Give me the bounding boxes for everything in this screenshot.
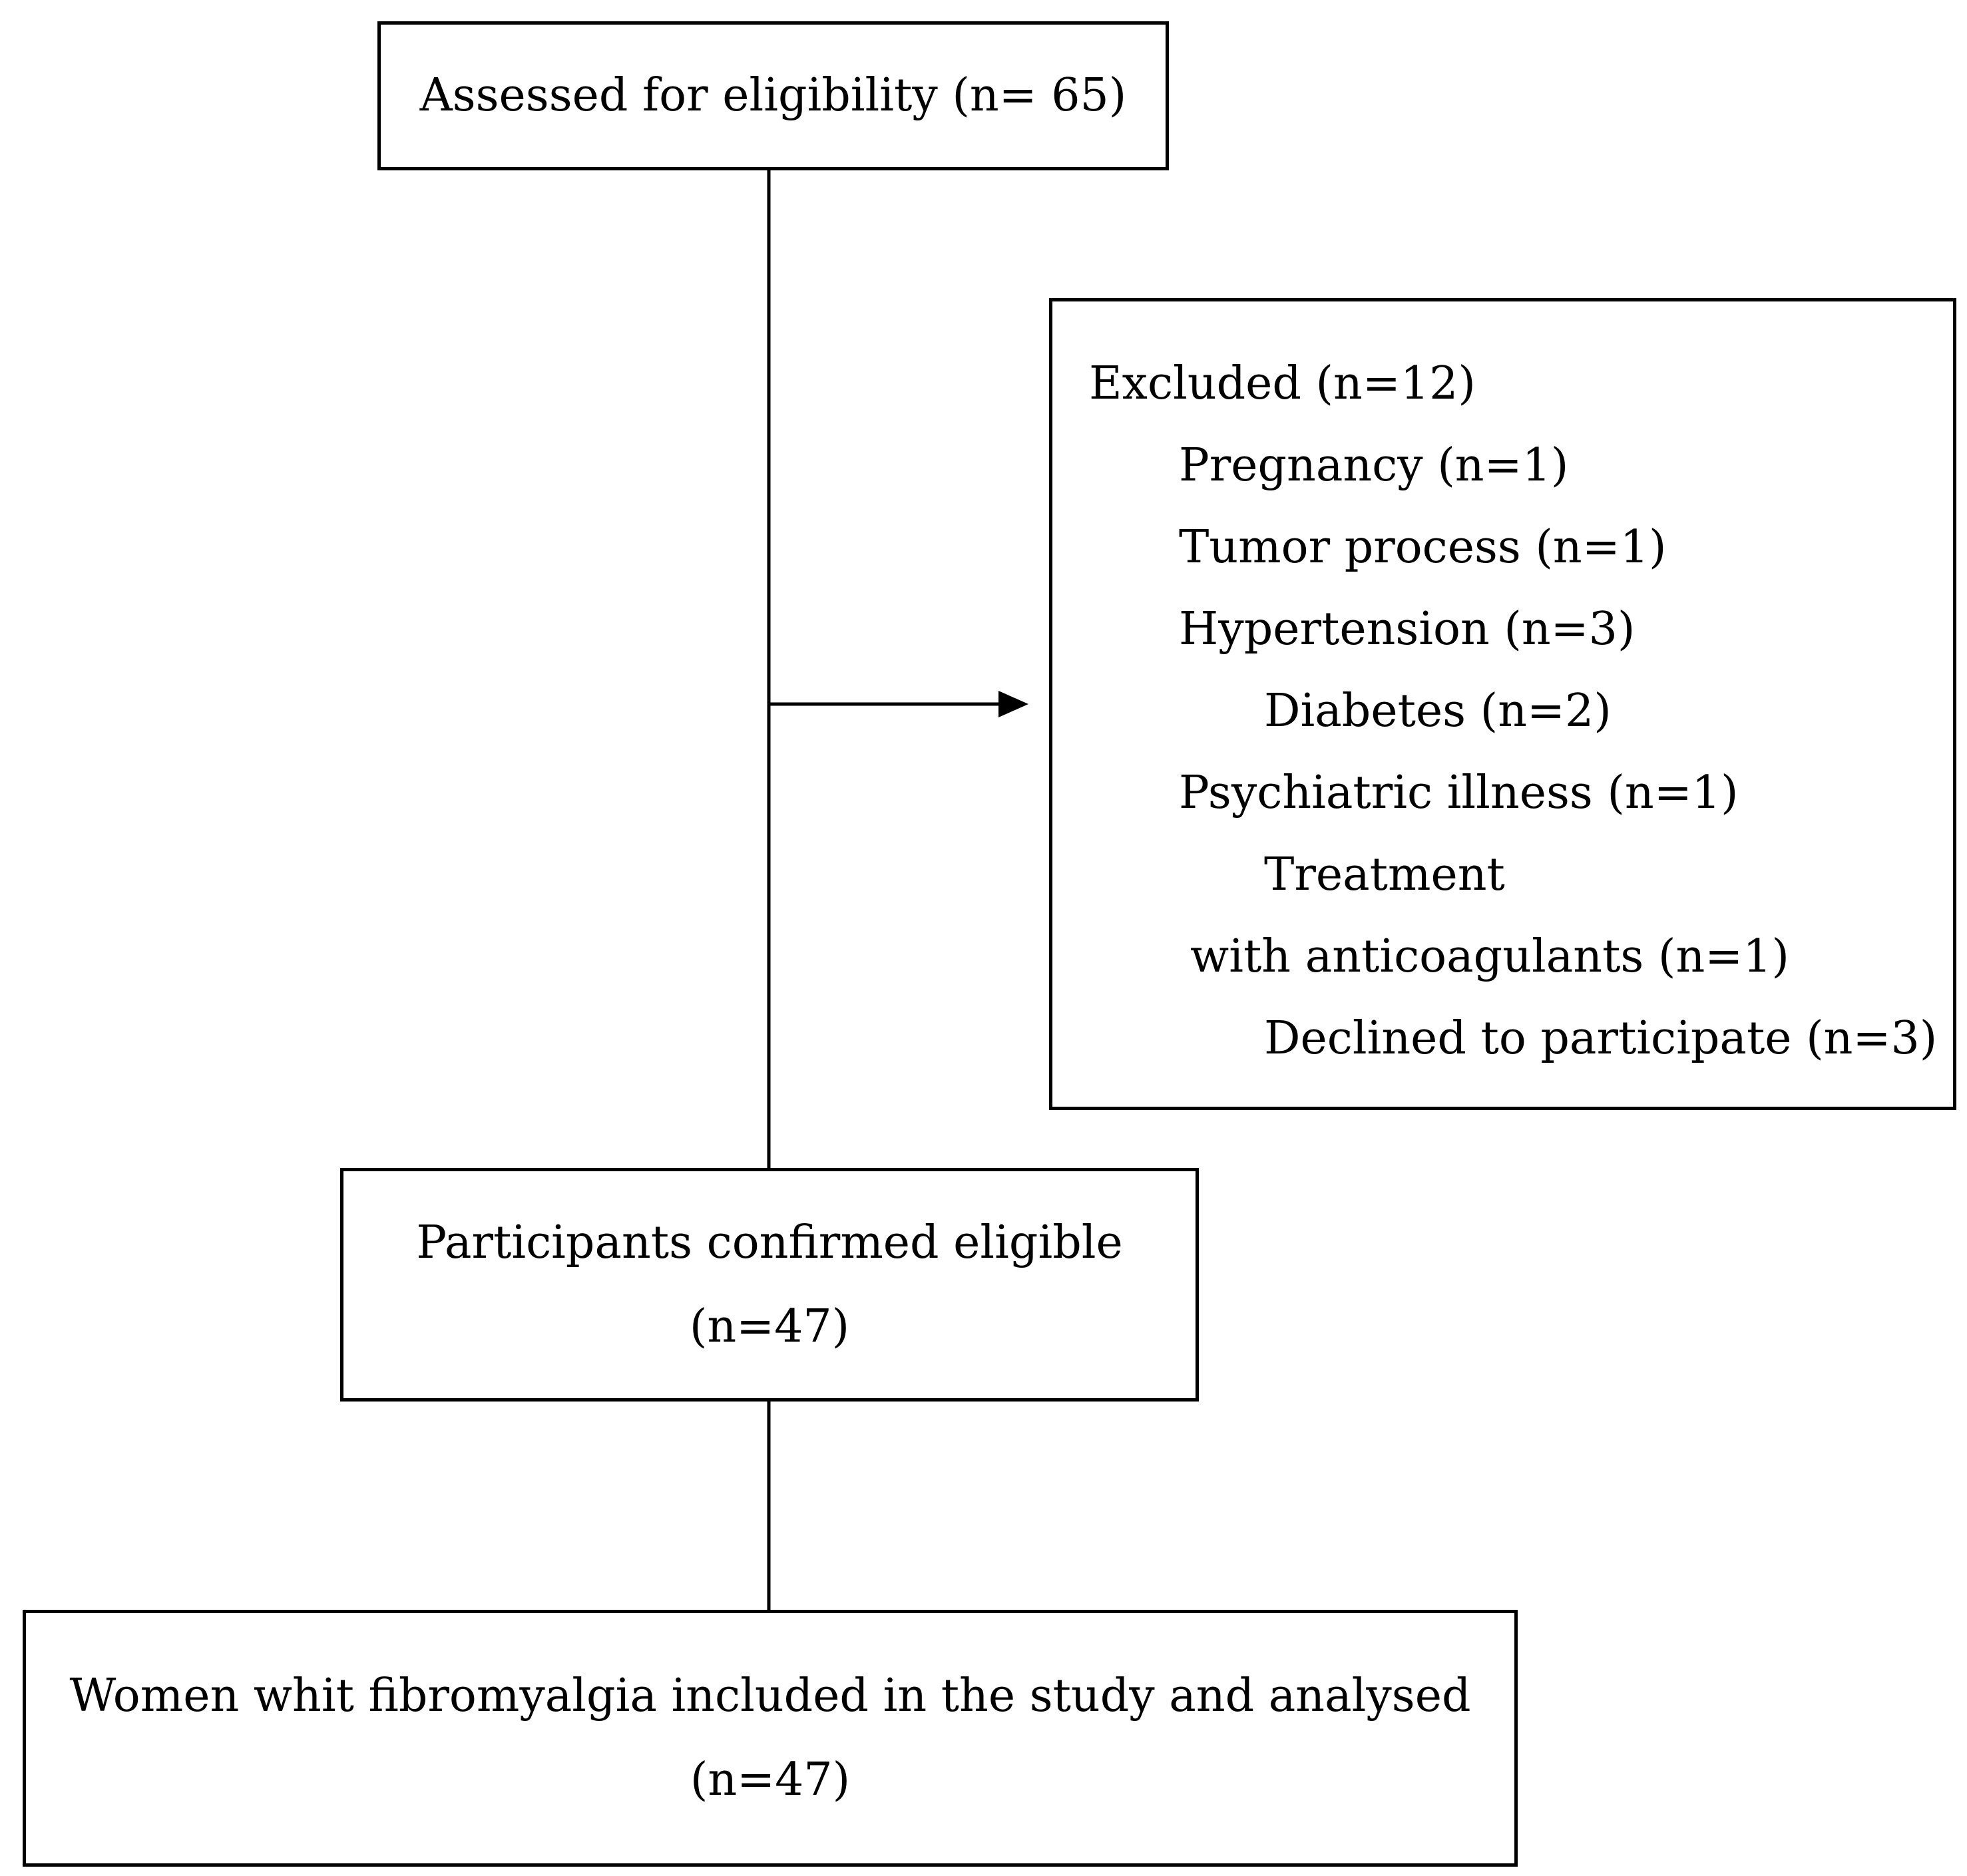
assessed-for-eligibility-box: Assessed for eligibility (n= 65) (377, 21, 1169, 170)
confirmed-eligible-box: Participants confirmed eligible (n=47) (340, 1168, 1199, 1402)
excluded-box: Excluded (n=12) Pregnancy (n=1) Tumor pr… (1049, 298, 1956, 1110)
assessed-text: Assessed for eligibility (n= 65) (419, 69, 1127, 122)
excluded-reason-tumor: Tumor process (n=1) (1179, 521, 1667, 574)
confirmed-count: (n=47) (689, 1300, 850, 1353)
excluded-reason-hypertension: Hypertension (n=3) (1179, 603, 1636, 656)
included-analysed-box: Women whit fibromyalgia included in the … (23, 1610, 1518, 1867)
excluded-reason-pregnancy: Pregnancy (n=1) (1179, 439, 1569, 492)
arrowhead-to-excluded (998, 691, 1028, 717)
included-label: Women whit fibromyalgia included in the … (69, 1670, 1471, 1722)
excluded-reason-psychiatric: Psychiatric illness (n=1) (1179, 767, 1739, 819)
excluded-reason-treatment: Treatment (1264, 848, 1505, 901)
included-count: (n=47) (690, 1754, 851, 1806)
excluded-reason-declined: Declined to participate (n=3) (1264, 1012, 1938, 1065)
excluded-reason-anticoagulants: with anticoagulants (n=1) (1190, 930, 1790, 983)
confirmed-label: Participants confirmed eligible (416, 1216, 1123, 1269)
excluded-reason-diabetes: Diabetes (n=2) (1264, 685, 1612, 737)
excluded-title: Excluded (n=12) (1089, 357, 1476, 410)
